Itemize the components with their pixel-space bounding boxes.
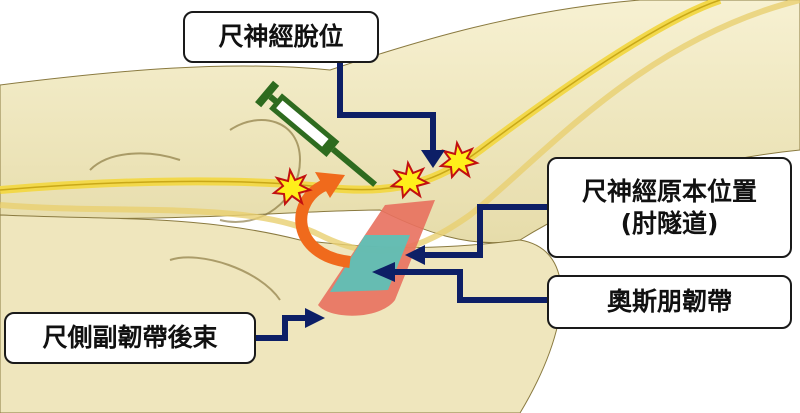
label-dislocation-text: 尺神經脫位 — [218, 22, 344, 52]
curve-arrow — [295, 179, 351, 268]
pointer-arrows — [255, 60, 548, 341]
label-osborne-text: 奧斯朋韌帶 — [606, 287, 732, 317]
label-original-position-text: 尺神經原本位置 — [581, 177, 757, 207]
label-original-position: 尺神經原本位置 (肘隧道) — [547, 157, 792, 258]
syringe-icon — [255, 80, 378, 187]
pain-burst-icon — [271, 139, 480, 207]
label-ucl-posterior-text: 尺側副韌帶後束 — [42, 323, 218, 353]
label-ucl-posterior: 尺側副韌帶後束 — [4, 312, 256, 364]
label-dislocation: 尺神經脫位 — [183, 11, 379, 63]
label-tunnel-text: (肘隧道) — [620, 208, 719, 238]
label-osborne: 奧斯朋韌帶 — [547, 275, 792, 329]
